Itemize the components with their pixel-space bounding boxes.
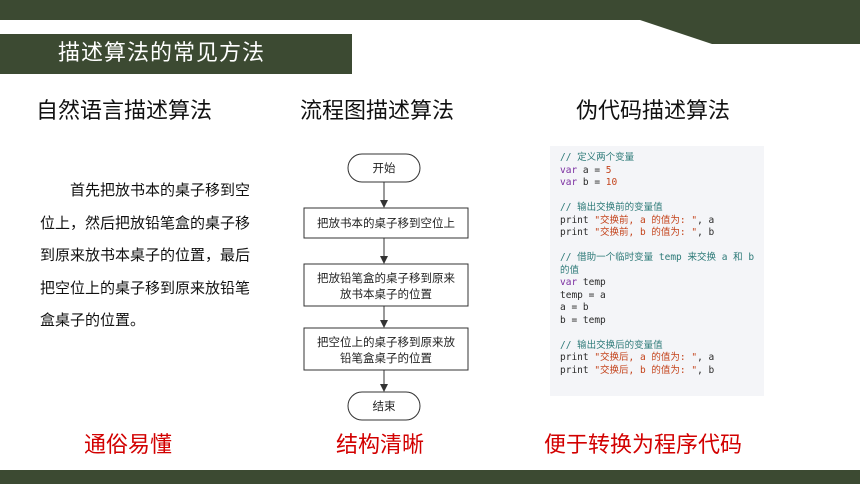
code-token: "交换后, b 的值为: " xyxy=(594,364,698,376)
pseudocode-heading: 伪代码描述算法 xyxy=(576,99,731,124)
code-token: 10 xyxy=(605,177,618,188)
code-token: , a xyxy=(697,352,715,363)
code-token: // 定义两个变量 xyxy=(560,152,635,163)
code-token: "交换前, a 的值为: " xyxy=(594,214,698,226)
code-token: var xyxy=(560,164,578,176)
code-line: print "交换后, b 的值为: ", b xyxy=(560,365,760,377)
code-line: // 借助一个临时变量 temp 来交换 a 和 b xyxy=(560,252,760,264)
natural-language-heading: 自然语言描述算法 xyxy=(36,99,213,124)
code-line: a = b xyxy=(560,302,760,314)
code-token: 的值 xyxy=(560,264,580,276)
flow-step-1-label: 把放书本的桌子移到空位上 xyxy=(317,216,455,230)
code-token: temp xyxy=(577,277,606,288)
flow-step-3-label-line1: 把空位上的桌子移到原来放 xyxy=(317,335,455,349)
code-token: var xyxy=(560,177,578,188)
code-line: var a = 5 xyxy=(560,165,760,177)
flow-step-2-label-line1: 把放铅笔盒的桌子移到原来 xyxy=(317,271,455,285)
code-line: print "交换后, a 的值为: ", a xyxy=(560,352,760,364)
code-token: print xyxy=(560,352,595,363)
top-decor-band xyxy=(0,0,860,44)
code-line: var b = 10 xyxy=(560,177,760,189)
flow-end-label: 结束 xyxy=(373,399,396,413)
code-token: 5 xyxy=(605,164,612,176)
code-token: print xyxy=(560,214,595,226)
code-token: var xyxy=(560,277,578,288)
code-token: // 输出交换前的变量值 xyxy=(560,202,663,213)
code-line: // 定义两个变量 xyxy=(560,152,760,164)
code-line: temp = a xyxy=(560,290,760,302)
code-token: "交换后, a 的值为: " xyxy=(594,352,698,363)
flow-step-1: 把放书本的桌子移到空位上 xyxy=(303,207,469,239)
code-token: "交换前, b 的值为: " xyxy=(594,227,698,238)
flowchart-heading: 流程图描述算法 xyxy=(300,99,455,124)
code-line: // 输出交换后的变量值 xyxy=(560,340,760,352)
flow-end-node: 结束 xyxy=(347,391,421,421)
code-token: // 输出交换后的变量值 xyxy=(560,339,663,351)
code-token: , b xyxy=(697,364,715,376)
code-token: b = xyxy=(577,177,606,188)
code-token: a = xyxy=(577,164,606,176)
flowchart-summary: 结构清晰 xyxy=(336,433,425,458)
bottom-decor-bar xyxy=(0,470,860,484)
slide-title: 描述算法的常见方法 xyxy=(58,41,266,66)
code-token: // 借助一个临时变量 temp 来交换 a 和 b xyxy=(560,252,755,263)
code-token: , a xyxy=(697,214,715,226)
flow-start-label: 开始 xyxy=(373,161,396,175)
pseudocode-summary: 便于转换为程序代码 xyxy=(544,433,743,458)
code-token: , b xyxy=(697,227,715,238)
flow-start-node: 开始 xyxy=(347,153,421,183)
code-line: 的值 xyxy=(560,265,760,277)
code-token: a = b xyxy=(560,302,589,313)
code-token: print xyxy=(560,364,595,376)
flow-step-3: 把空位上的桌子移到原来放 铅笔盒桌子的位置 xyxy=(303,327,469,371)
flow-step-2: 把放铅笔盒的桌子移到原来 放书本桌子的位置 xyxy=(303,263,469,307)
code-line: // 输出交换前的变量值 xyxy=(560,202,760,214)
code-line: print "交换前, b 的值为: ", b xyxy=(560,227,760,239)
flow-step-3-label-line2: 铅笔盒桌子的位置 xyxy=(340,351,432,365)
code-line: b = temp xyxy=(560,315,760,327)
natural-language-summary: 通俗易懂 xyxy=(84,433,173,458)
natural-language-description: 首先把放书本的桌子移到空位上，然后把放铅笔盒的桌子移到原来放书本桌子的位置，最后… xyxy=(40,181,251,329)
code-token: b = temp xyxy=(560,314,606,326)
flowchart: 开始 把放书本的桌子移到空位上 把放铅笔盒的桌子移到原来 放书本桌子的位置 把空… xyxy=(303,153,469,421)
flow-step-2-label-line2: 放书本桌子的位置 xyxy=(340,287,432,301)
code-token: print xyxy=(560,227,595,238)
title-bar xyxy=(0,34,352,74)
code-token: temp = a xyxy=(560,289,606,301)
code-line: print "交换前, a 的值为: ", a xyxy=(560,215,760,227)
code-line: var temp xyxy=(560,277,760,289)
